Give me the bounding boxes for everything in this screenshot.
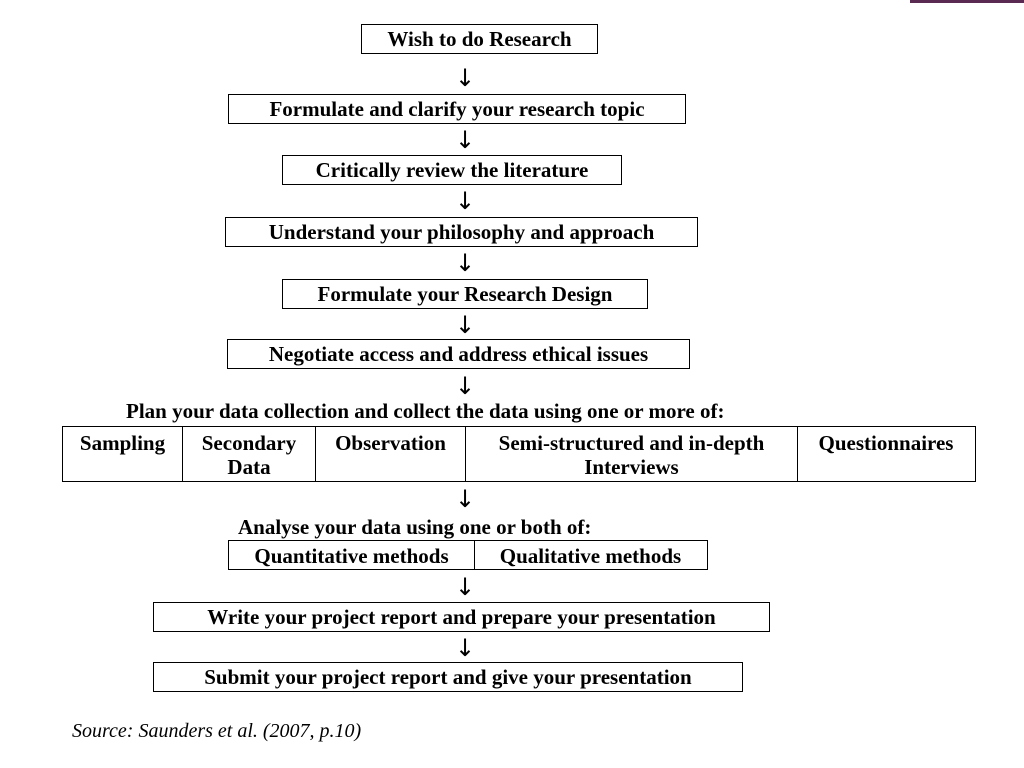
arrow-down-icon: ↓ <box>455 634 476 662</box>
option-secondary-data: Secondary Data <box>183 427 316 481</box>
option-observation: Observation <box>316 427 466 481</box>
step-submit-box: Submit your project report and give your… <box>153 662 743 692</box>
option-questionnaires: Questionnaires <box>818 431 954 455</box>
option-interviews: Semi-structured and in-depth Interviews <box>466 427 798 481</box>
step-write-box: Write your project report and prepare yo… <box>153 602 770 632</box>
analyse-heading: Analyse your data using one or both of: <box>238 515 592 539</box>
option-sampling: Sampling <box>63 427 183 481</box>
arrow-down-icon: ↓ <box>455 372 476 400</box>
collect-options-row: Sampling Secondary Data Observation Semi… <box>62 426 976 482</box>
arrow-down-icon: ↓ <box>455 573 476 601</box>
step-understand-box: Understand your philosophy and approach <box>225 217 698 247</box>
analyse-options-row: Quantitative methods Qualitative methods <box>228 540 708 570</box>
step-negotiate-box: Negotiate access and address ethical iss… <box>227 339 690 369</box>
collect-heading: Plan your data collection and collect th… <box>126 399 725 423</box>
arrow-down-icon: ↓ <box>455 126 476 154</box>
arrow-down-icon: ↓ <box>455 311 476 339</box>
step-design-box: Formulate your Research Design <box>282 279 648 309</box>
arrow-down-icon: ↓ <box>455 249 476 277</box>
top-accent-line <box>910 0 1024 3</box>
arrow-down-icon: ↓ <box>455 187 476 215</box>
step-wish-box: Wish to do Research <box>361 24 598 54</box>
option-qualitative: Qualitative methods <box>499 544 682 568</box>
step-review-box: Critically review the literature <box>282 155 622 185</box>
arrow-down-icon: ↓ <box>455 485 476 513</box>
arrow-down-icon: ↓ <box>455 64 476 92</box>
option-quantitative: Quantitative methods <box>229 541 475 569</box>
step-formulate-box: Formulate and clarify your research topi… <box>228 94 686 124</box>
source-citation: Source: Saunders et al. (2007, p.10) <box>72 720 362 742</box>
